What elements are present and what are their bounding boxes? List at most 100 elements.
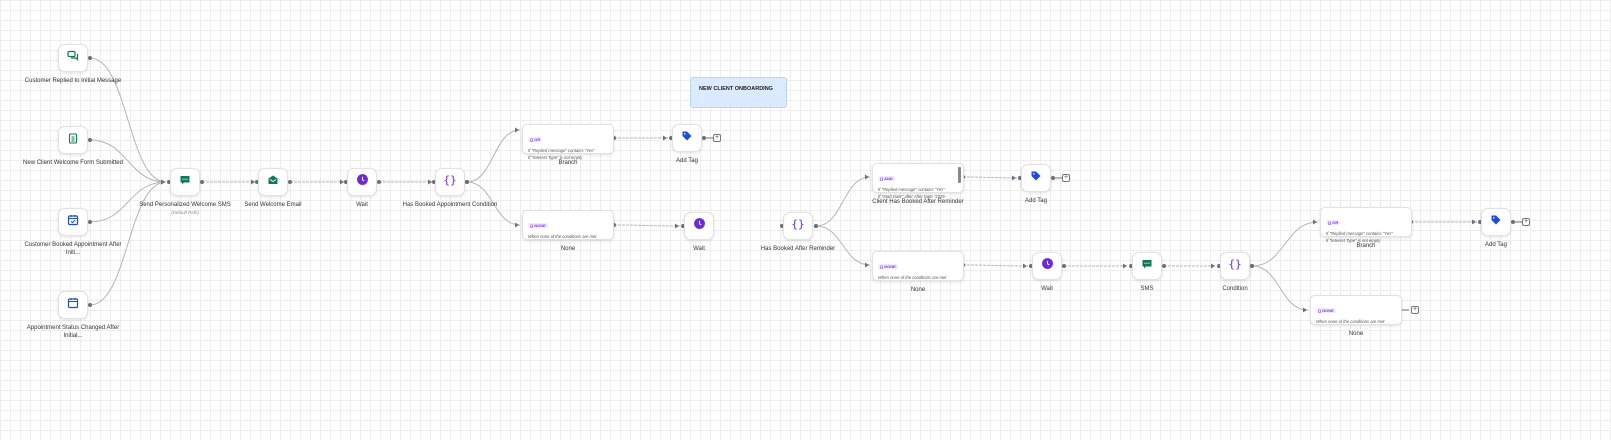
note-new-client-onboarding[interactable]: NEW CLIENT ONBOARDING bbox=[690, 77, 787, 108]
action-node-wait3-label: Wait bbox=[992, 285, 1102, 293]
add-step-button[interactable]: + bbox=[1062, 174, 1070, 182]
node-title: Wait bbox=[693, 246, 705, 252]
trigger-node-3[interactable] bbox=[58, 291, 88, 319]
node-title: Customer Replied to Initial Message bbox=[24, 78, 122, 84]
output-port[interactable] bbox=[1162, 264, 1166, 268]
action-node-cond2-label: Has Booked After Reminder bbox=[743, 245, 853, 253]
output-port[interactable] bbox=[200, 180, 204, 184]
node-title: Has Booked After Reminder bbox=[760, 246, 836, 252]
output-port[interactable] bbox=[88, 220, 92, 224]
output-port[interactable] bbox=[1062, 264, 1066, 268]
action-node-wait1[interactable] bbox=[347, 168, 377, 196]
connection-line bbox=[466, 129, 521, 183]
node-title: Condition bbox=[1222, 286, 1248, 292]
email-icon bbox=[267, 173, 279, 191]
condition-line: When none of the conditions are met bbox=[1316, 319, 1385, 324]
branch-card-none-3[interactable]: {} NONE When none of the conditions are m… bbox=[1310, 295, 1402, 325]
clock-icon bbox=[1041, 257, 1054, 275]
arrow-head bbox=[675, 223, 679, 229]
arrow-head bbox=[1211, 263, 1215, 269]
add-step-button[interactable]: + bbox=[1522, 218, 1530, 226]
svg-text:{}: {} bbox=[791, 218, 804, 230]
connection-line bbox=[89, 57, 167, 183]
node-title: Has Booked Appointment Condition bbox=[402, 202, 498, 208]
output-port[interactable] bbox=[88, 138, 92, 142]
action-node-cond2[interactable]: {} bbox=[783, 212, 813, 240]
arrow-head bbox=[251, 179, 255, 185]
action-node-email-label: Send Welcome Email bbox=[218, 201, 328, 209]
arrow-head bbox=[340, 179, 344, 185]
sms-icon bbox=[1141, 257, 1153, 275]
action-node-wait2[interactable] bbox=[684, 212, 714, 240]
branch-type-badge: {} NONE bbox=[1316, 308, 1336, 313]
arrow-head bbox=[1472, 219, 1476, 225]
action-node-cond3[interactable]: {} bbox=[1220, 252, 1250, 280]
action-node-tag3[interactable] bbox=[1481, 208, 1511, 236]
tag-icon bbox=[681, 129, 693, 147]
arrow-head bbox=[1012, 175, 1016, 181]
trigger-node-2-label: Customer Booked Appointment After Initi.… bbox=[18, 241, 128, 257]
trigger-node-0[interactable] bbox=[58, 44, 88, 72]
node-title: Add Tag bbox=[1485, 242, 1507, 248]
arrow-head bbox=[1123, 263, 1127, 269]
action-node-tag1[interactable] bbox=[672, 124, 702, 152]
sms-icon bbox=[179, 173, 191, 191]
svg-text:{}: {} bbox=[443, 174, 456, 186]
trigger-node-2[interactable] bbox=[58, 208, 88, 236]
node-title: Add Tag bbox=[1025, 198, 1047, 204]
output-port[interactable] bbox=[465, 180, 469, 184]
braces-icon: {} bbox=[791, 217, 805, 235]
action-node-wait2-label: Wait bbox=[644, 245, 754, 253]
branch-card-or-2[interactable]: {} OR If "Replied message" contains "Yes"… bbox=[1320, 207, 1412, 243]
condition-line: If "Replied message" contains "Yes" bbox=[1326, 231, 1393, 236]
node-title: New Client Welcome Form Submitted bbox=[23, 160, 123, 166]
output-port[interactable] bbox=[88, 303, 92, 307]
connection-line bbox=[89, 181, 167, 306]
trigger-node-1-label: New Client Welcome Form Submitted bbox=[18, 159, 128, 167]
add-step-button[interactable]: + bbox=[1411, 306, 1419, 314]
connection-line bbox=[89, 139, 167, 183]
action-node-sms2[interactable] bbox=[1132, 252, 1162, 280]
connection-line bbox=[815, 176, 871, 227]
braces-icon: {} bbox=[443, 173, 457, 191]
condition-line: If "Interest Type" is not empty bbox=[528, 155, 583, 160]
trigger-node-1[interactable] bbox=[58, 126, 88, 154]
action-node-sms1[interactable] bbox=[170, 168, 200, 196]
action-node-sms1-label: Send Personalized Welcome SMS(Default Pa… bbox=[130, 201, 240, 217]
branch-type-badge: {} OR bbox=[1326, 220, 1341, 225]
output-port[interactable] bbox=[288, 180, 292, 184]
output-port[interactable] bbox=[1250, 264, 1254, 268]
output-port[interactable] bbox=[88, 56, 92, 60]
scrollbar[interactable] bbox=[958, 167, 961, 183]
connection-line bbox=[466, 181, 521, 226]
braces-icon: {} bbox=[1228, 257, 1242, 275]
arrow-head bbox=[1313, 219, 1317, 225]
action-node-wait1-label: Wait bbox=[307, 201, 417, 209]
action-node-email[interactable] bbox=[258, 168, 288, 196]
connection-line bbox=[1251, 265, 1309, 311]
connection-line bbox=[962, 176, 1018, 179]
add-step-button[interactable]: + bbox=[713, 134, 721, 142]
branch-card-and-label: Client Has Booked After Reminder bbox=[872, 199, 964, 205]
connection-line bbox=[815, 225, 871, 266]
branch-card-none-2-label: None bbox=[910, 287, 926, 293]
arrow-head bbox=[865, 174, 869, 180]
clock-icon bbox=[693, 217, 706, 235]
action-node-tag3-label: Add Tag bbox=[1441, 241, 1551, 249]
action-node-cond1[interactable]: {} bbox=[435, 168, 465, 196]
node-title: Customer Booked Appointment After Initi.… bbox=[24, 242, 122, 256]
calendar-icon bbox=[67, 296, 79, 314]
tag-icon bbox=[1490, 213, 1502, 231]
condition-line: If "Replied message" contains "Yes" bbox=[528, 148, 595, 153]
output-port[interactable] bbox=[814, 224, 818, 228]
node-title: Wait bbox=[1041, 286, 1053, 292]
action-node-tag2[interactable] bbox=[1021, 164, 1051, 192]
node-title: Appointment Status Changed After Initial… bbox=[26, 325, 120, 339]
action-node-wait3[interactable] bbox=[1032, 252, 1062, 280]
calendar-check-icon bbox=[67, 213, 79, 231]
output-port[interactable] bbox=[377, 180, 381, 184]
